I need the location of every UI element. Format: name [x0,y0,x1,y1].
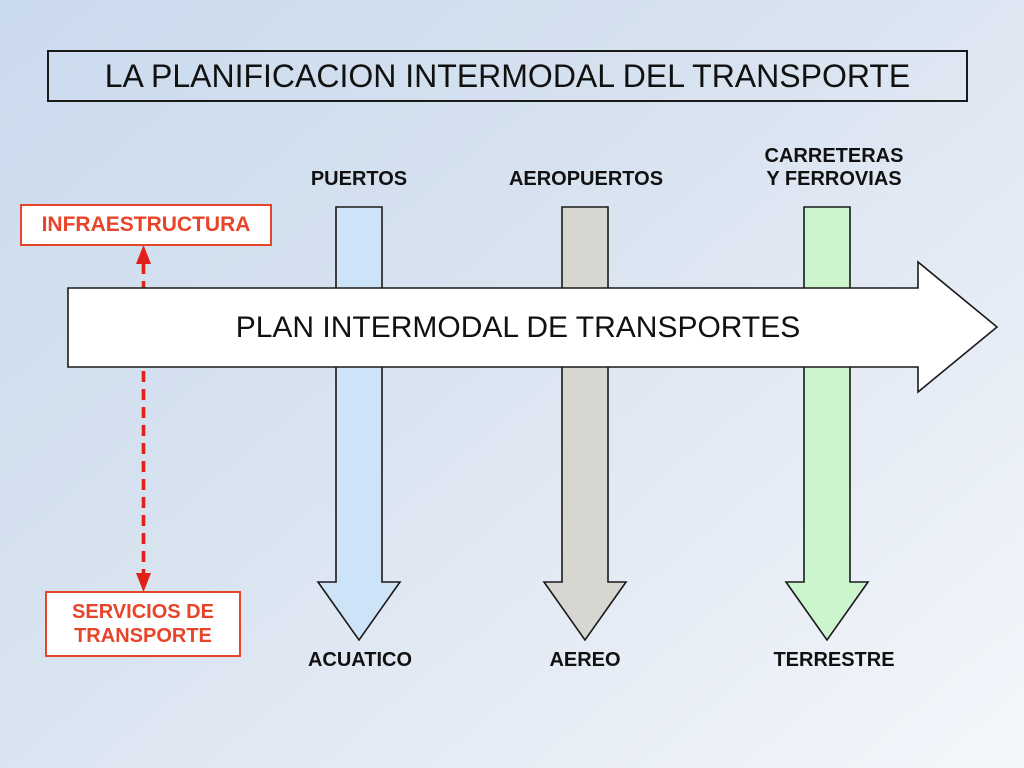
air-service-label: AEREO [549,649,621,671]
air-infrastructure-label: AEROPUERTOS [508,168,664,190]
plan-intermodal-right-arrow [67,260,999,394]
land-infrastructure-label: CARRETERAS Y FERROVIAS [764,145,904,190]
infrastructure-level-box: INFRAESTRUCTURA [20,204,272,246]
dashed-connector-down-arrowhead [136,573,151,592]
water-service-label: ACUATICO [307,649,413,671]
water-infrastructure-label: PUERTOS [310,168,408,190]
water-mode-down-arrow [316,206,402,642]
land-mode-down-arrow [784,206,870,642]
transport-services-level-box: SERVICIOS DE TRANSPORTE [45,591,241,657]
slide-title: LA PLANIFICACION INTERMODAL DEL TRANSPOR… [47,50,968,102]
land-service-label: TERRESTRE [773,649,895,671]
main-arrow-label: PLAN INTERMODAL DE TRANSPORTES [235,310,801,344]
air-mode-down-arrow [542,206,628,642]
dashed-connector-up-arrowhead [136,245,151,264]
